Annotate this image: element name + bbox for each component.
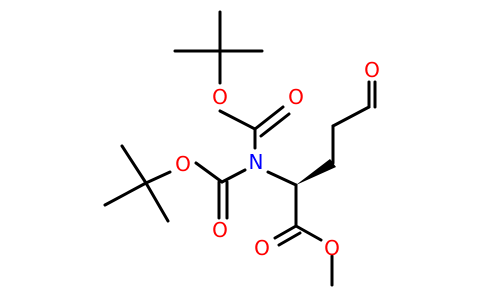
atom-label-oxygen: O: [288, 85, 304, 109]
bond: [103, 181, 148, 207]
upper-tert-butyl-group: [173, 10, 264, 85]
bond: [144, 170, 172, 185]
atom-label-oxygen: O: [254, 236, 270, 260]
bond: [120, 144, 148, 185]
double-bond: [259, 112, 291, 138]
atom-label-nitrogen: N: [249, 150, 264, 174]
double-bond: [253, 105, 285, 131]
wedge-bond: [296, 159, 336, 185]
bond: [266, 170, 298, 187]
bond: [220, 168, 247, 184]
upper-boc-carbonyl: [218, 105, 291, 150]
bond: [194, 161, 224, 184]
atom-label-oxygen: O: [212, 85, 228, 109]
double-bond: [277, 231, 302, 247]
atom-label-oxygen: O: [212, 218, 228, 242]
atom-label-oxygen: O: [175, 152, 191, 176]
atom-label-oxygen: O: [364, 58, 380, 82]
bond: [144, 181, 170, 223]
bond: [294, 224, 323, 242]
lower-tert-butyl-group: [103, 144, 172, 223]
atom-label-oxygen: O: [324, 236, 340, 260]
backbone: [266, 80, 377, 287]
bond: [331, 105, 371, 128]
double-bond: [273, 224, 298, 240]
lower-boc-carbonyl: [194, 161, 247, 220]
bond: [218, 109, 257, 131]
